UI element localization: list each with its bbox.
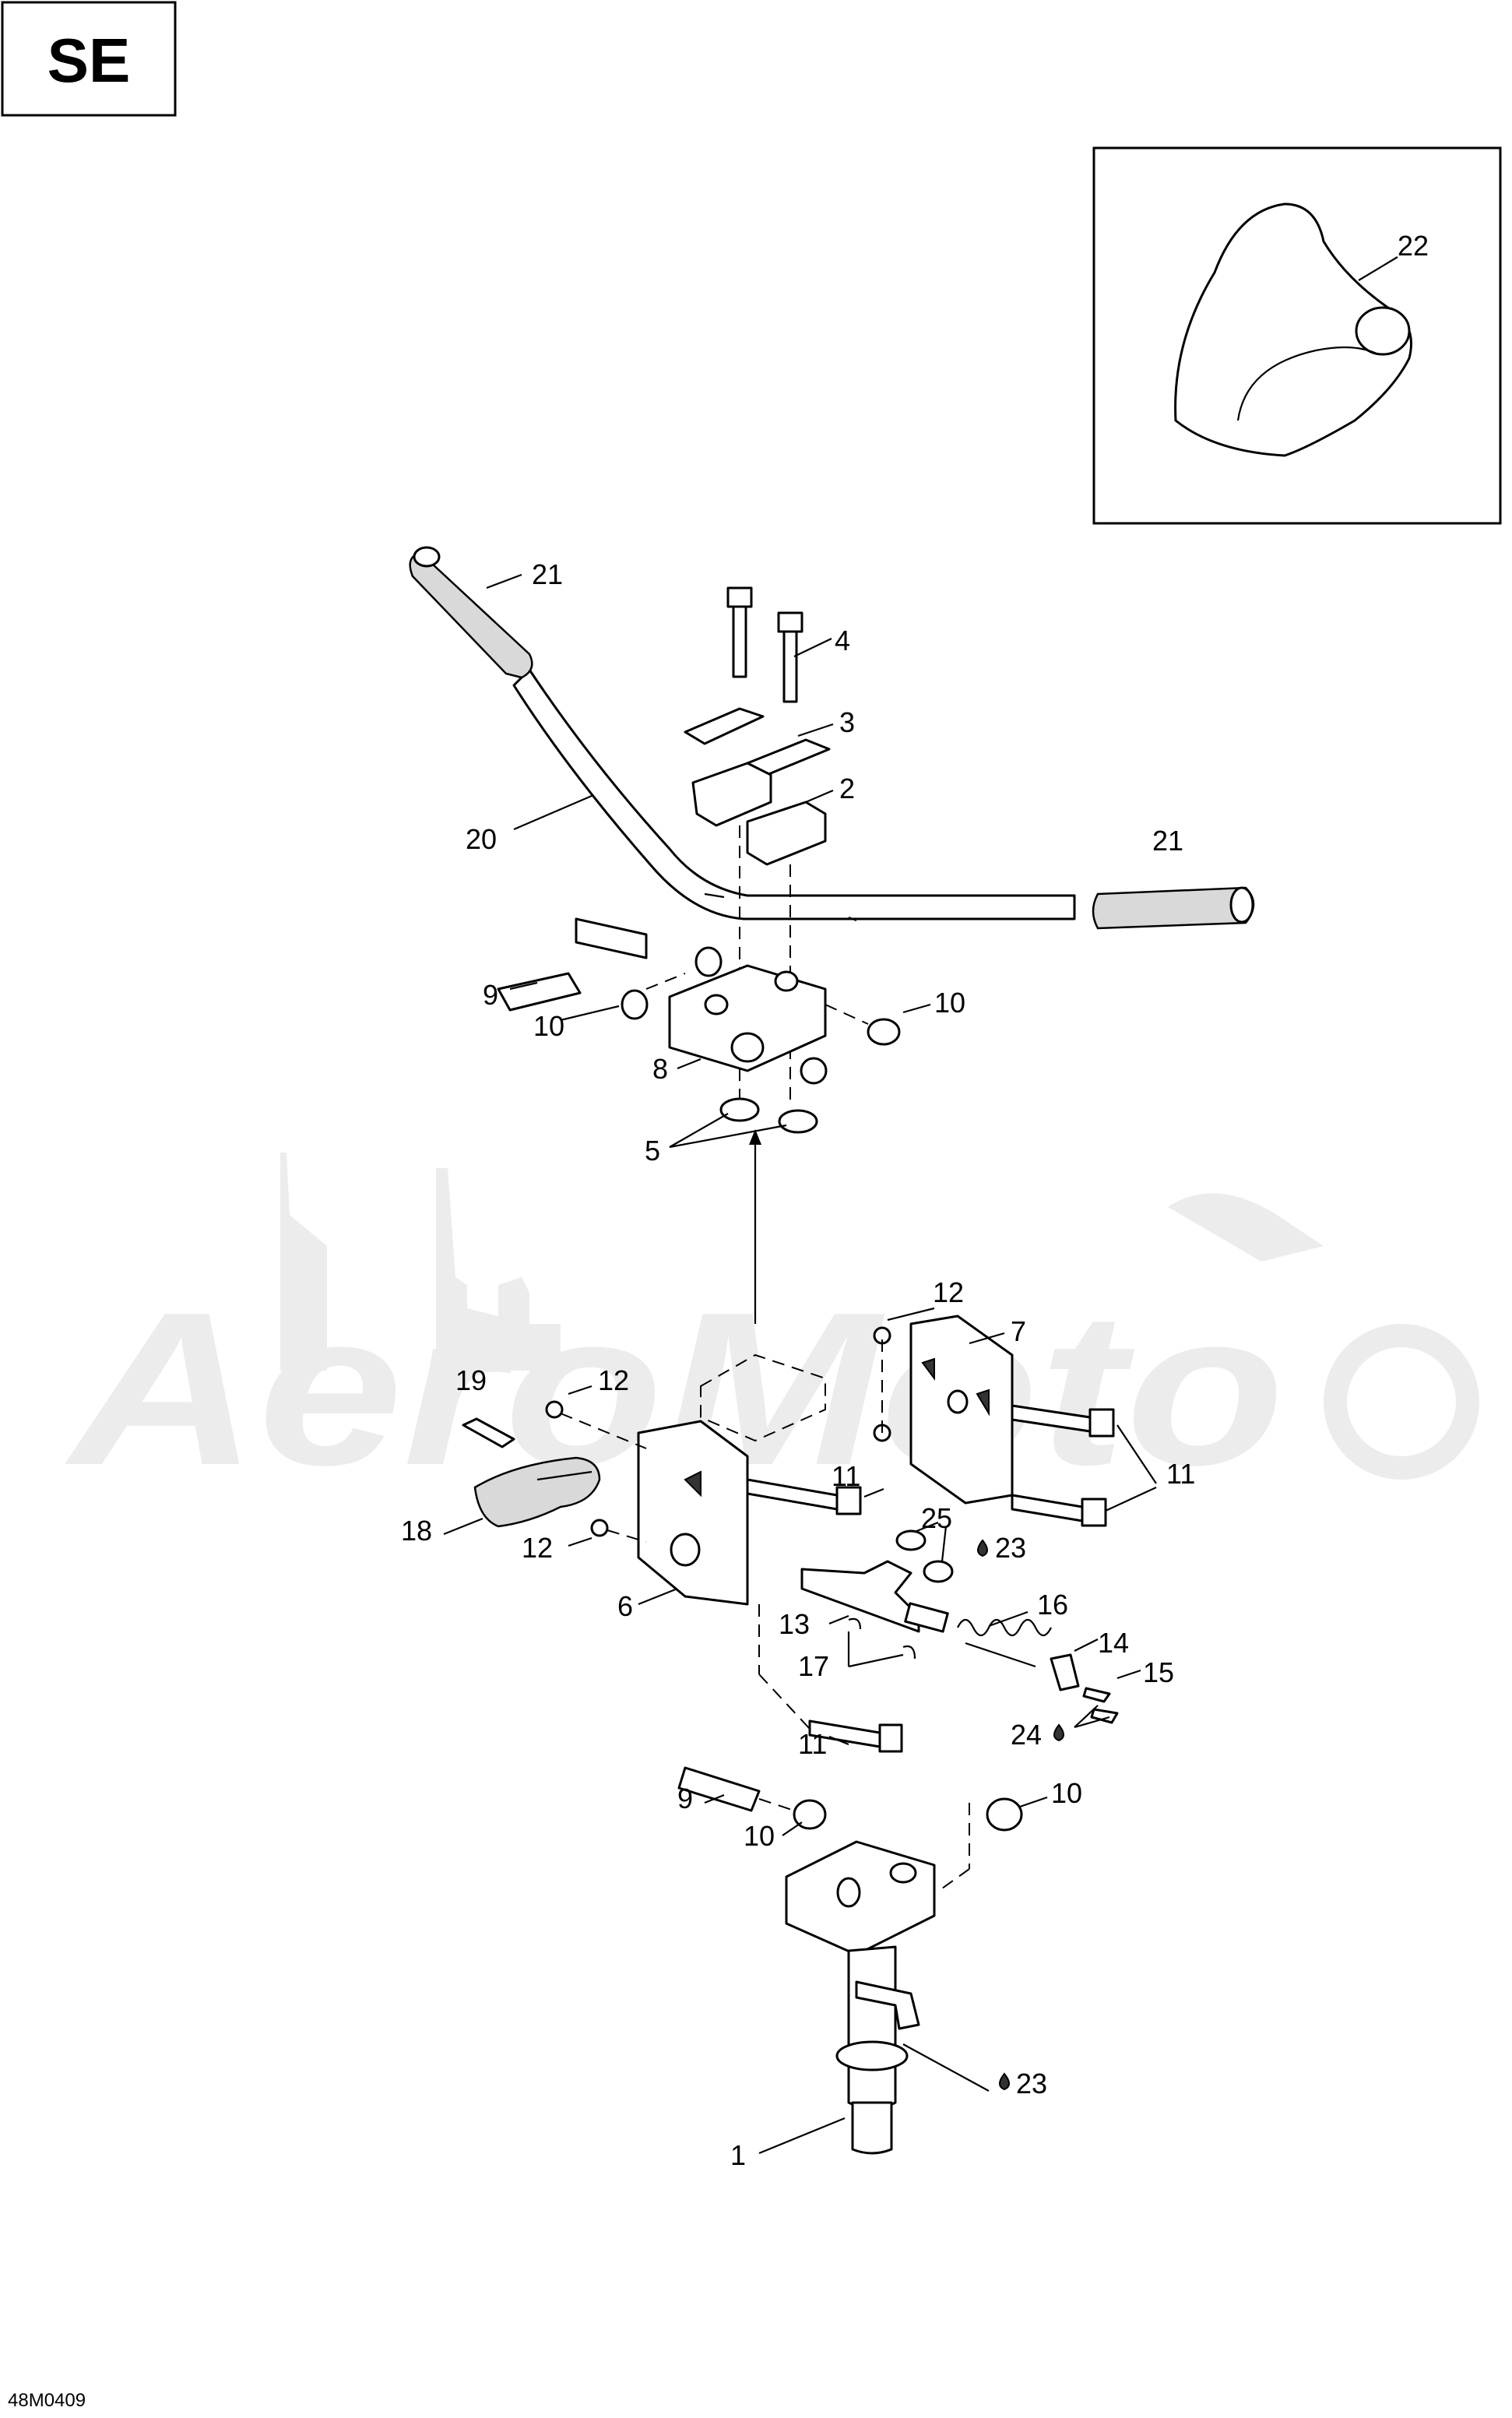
upper-bracket-part	[668, 964, 827, 1072]
lubricant-icon	[977, 1539, 1064, 2091]
callout-19: 19	[455, 1364, 487, 1396]
callout-17: 17	[798, 1650, 829, 1682]
callout-8: 8	[652, 1053, 668, 1085]
callout-9-bottom: 9	[677, 1783, 693, 1814]
watermark: AeroMoto	[62, 1153, 1479, 1511]
section-label-box: SE	[1, 1, 177, 117]
callout-14: 14	[1098, 1627, 1129, 1659]
callout-9-top: 9	[483, 979, 498, 1011]
plate-14-part	[1050, 1653, 1119, 1724]
callout-21-top: 21	[532, 558, 563, 590]
callout-5: 5	[645, 1135, 660, 1167]
brake-lever-part	[473, 1456, 601, 1528]
section-label: SE	[47, 26, 131, 95]
bolt-pair-part	[726, 586, 803, 703]
grip-left-part	[409, 546, 533, 679]
callout-7: 7	[1011, 1315, 1026, 1347]
bolt-11-part	[746, 1404, 1115, 1753]
callout-11-a: 11	[832, 1460, 860, 1492]
callout-24: 24	[1011, 1719, 1042, 1751]
grip-cover-part	[1174, 202, 1412, 457]
callout-11-b: 11	[1166, 1458, 1195, 1490]
callout-4: 4	[835, 625, 850, 656]
bushing-upper-part	[497, 917, 901, 1085]
screw-19-part	[462, 1417, 515, 1448]
callout-21-right: 21	[1152, 825, 1183, 857]
callout-23-b: 23	[1016, 2068, 1047, 2099]
bushing-lower-part	[677, 1766, 1023, 1832]
callout-2: 2	[839, 773, 855, 804]
callout-1: 1	[730, 2139, 746, 2171]
leader-lines	[443, 573, 1157, 2155]
callout-10-c: 10	[1051, 1777, 1082, 1809]
callout-13: 13	[779, 1608, 810, 1640]
inset-box	[1092, 146, 1502, 525]
washer-25-part	[895, 1529, 954, 1583]
handlebar-part	[512, 668, 1076, 922]
callout-12-a: 12	[933, 1276, 964, 1308]
clamp-part	[691, 762, 827, 866]
shaft-part	[800, 1560, 949, 1633]
nut-part	[719, 1097, 818, 1134]
callout-labels: 22 21 4 3 2 21 20 9 10 10 8 5 12 7 19 12…	[401, 230, 1429, 2171]
callout-12-c: 12	[522, 1532, 553, 1564]
callout-15: 15	[1143, 1656, 1174, 1688]
clamp-plate-part	[684, 707, 831, 776]
right-bracket-part	[909, 1315, 1014, 1505]
left-bracket-part	[637, 1420, 749, 1606]
callout-18: 18	[401, 1515, 432, 1547]
callout-16: 16	[1037, 1589, 1068, 1621]
clip-part	[848, 1617, 916, 1660]
grip-right-part	[1092, 886, 1255, 930]
callout-11-c: 11	[798, 1728, 827, 1760]
callout-12-b: 12	[598, 1364, 629, 1396]
callout-10-b: 10	[934, 987, 965, 1019]
spring-part	[957, 1618, 1052, 1668]
drawing-code: 48M0409	[8, 2390, 86, 2411]
callout-23-a: 23	[995, 1532, 1026, 1564]
callout-3: 3	[839, 706, 855, 738]
callout-10-a: 10	[533, 1010, 564, 1042]
callout-22: 22	[1398, 230, 1429, 262]
callout-10-d: 10	[744, 1820, 775, 1852]
callout-6: 6	[617, 1590, 633, 1622]
steering-column-part	[785, 1840, 936, 2155]
callout-20: 20	[466, 823, 497, 855]
callout-25: 25	[921, 1502, 952, 1534]
